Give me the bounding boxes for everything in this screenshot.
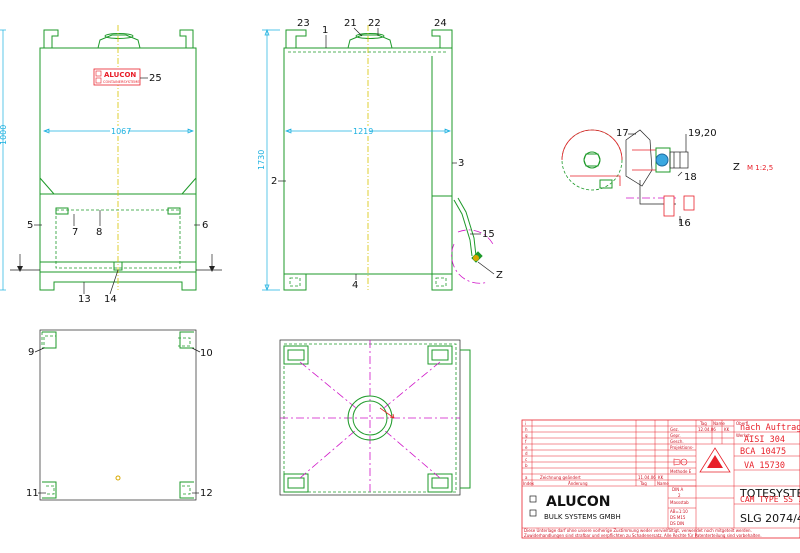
callout-21: 21 <box>344 18 357 29</box>
rev-letter: b <box>525 463 528 468</box>
callout-12: 12 <box>200 488 213 499</box>
plate-brand: ALUCON <box>104 71 136 79</box>
drawing-type: CAM TYPE SS 74 <box>740 495 800 504</box>
rev-letter: a <box>525 475 528 480</box>
col-name: Name <box>657 481 669 486</box>
callout-1: 1 <box>322 25 328 36</box>
gez-date: 12.04.06 <box>698 427 716 432</box>
detail-scale: M 1:2,5 <box>747 164 773 172</box>
hdr-werkst: Werkst. <box>736 433 751 438</box>
alucon-nameplate: ALUCON CONTAINERSYSTEME <box>93 68 141 86</box>
detail-z-view <box>561 129 695 224</box>
col-index: Index <box>523 481 535 486</box>
rev-letter: d <box>525 451 528 456</box>
row-proj: Projektions- <box>670 445 694 450</box>
rev-letter: h <box>525 427 528 432</box>
rev-letter: e <box>525 445 528 450</box>
din-label: DIN A <box>672 487 684 492</box>
callout-22: 22 <box>368 18 381 29</box>
callout-15: 15 <box>482 229 495 240</box>
dim-front-width: 1067 <box>111 127 131 136</box>
row-gez: Gez. <box>670 427 679 432</box>
rev-letter: f <box>525 439 527 444</box>
callout-2: 2 <box>271 176 277 187</box>
callout-17: 17 <box>616 128 629 139</box>
material-value: AISI 304 <box>744 435 785 445</box>
callout-5: 5 <box>27 220 33 231</box>
view-z-label: Z <box>496 270 503 281</box>
callout-6: 6 <box>202 220 208 231</box>
detail-z-label: Z <box>733 162 740 173</box>
callout-7: 7 <box>72 227 78 238</box>
row-gepr: Gepr. <box>670 433 681 438</box>
material-no1: BCA 10475 <box>740 447 786 457</box>
callout-9: 9 <box>28 347 34 358</box>
callout-4: 4 <box>352 280 358 291</box>
dim-front-height: 1000 <box>0 125 8 145</box>
drawing-title: TOTESYSTEM <box>739 487 800 500</box>
top-view <box>39 329 197 501</box>
company-name: ALUCON <box>546 494 611 510</box>
side-view <box>262 25 495 291</box>
callout-25: 25 <box>149 73 162 84</box>
title-block: i h g f e d c b a Zeichnung geändert 11.… <box>521 419 800 539</box>
callout-14: 14 <box>104 294 117 305</box>
callout-16: 16 <box>678 218 691 229</box>
dim-side-height: 1730 <box>257 150 266 170</box>
row-meth: Methode E <box>670 469 692 474</box>
hdr-name: Name <box>713 421 725 426</box>
callout-23: 23 <box>297 18 310 29</box>
gez-name: KK <box>724 427 730 432</box>
scale-value: AB=1:10 <box>670 509 688 514</box>
hdr-tag: Tag <box>699 421 707 426</box>
rev-letter: i <box>525 421 526 426</box>
material-no2: VA 15730 <box>744 461 785 471</box>
callout-24: 24 <box>434 18 447 29</box>
callout-13: 13 <box>78 294 91 305</box>
callout-18: 18 <box>684 172 697 183</box>
rev-a-date: 11.04.06 <box>638 475 656 480</box>
drawing-number: SLG 2074/4 <box>740 512 800 525</box>
callout-10: 10 <box>200 348 213 359</box>
surface-value: nach Auftrag <box>740 423 800 433</box>
hdr-oberfl: Oberfl. <box>736 421 750 426</box>
col-day: Tag <box>639 481 647 486</box>
callout-8: 8 <box>96 227 102 238</box>
blank-2: DS DIN <box>670 521 684 526</box>
front-view: ALUCON CONTAINERSYSTEME <box>0 25 222 291</box>
din-value: 2 <box>678 493 681 498</box>
callout-11: 11 <box>26 488 39 499</box>
row-gesch: Gesch. <box>670 439 684 444</box>
dim-side-width: 1219 <box>353 127 373 136</box>
footer-line-1: Diese Unterlage darf ohne unsere vorheri… <box>524 528 752 533</box>
col-change: Änderung <box>568 481 588 486</box>
blank-1: DS M15 <box>670 515 686 520</box>
rev-letter: c <box>525 457 527 462</box>
callout-labels: 1 2 3 4 5 6 7 8 9 10 11 12 13 14 15 16 1… <box>26 18 717 499</box>
plate-subtitle: CONTAINERSYSTEME <box>103 80 140 84</box>
rev-a-text: Zeichnung geändert <box>540 475 581 480</box>
rev-a-name: KK <box>658 475 664 480</box>
company-subtitle: BULK SYSTEMS GMBH <box>544 513 621 521</box>
rev-letter: g <box>525 433 528 438</box>
footer-line-2: Zuwiderhandlungen sind strafbar und verp… <box>524 533 762 538</box>
callout-3: 3 <box>458 158 464 169</box>
bottom-view <box>279 339 471 496</box>
scale-label: Massstab <box>670 500 689 505</box>
callout-19-20: 19,20 <box>688 128 717 139</box>
